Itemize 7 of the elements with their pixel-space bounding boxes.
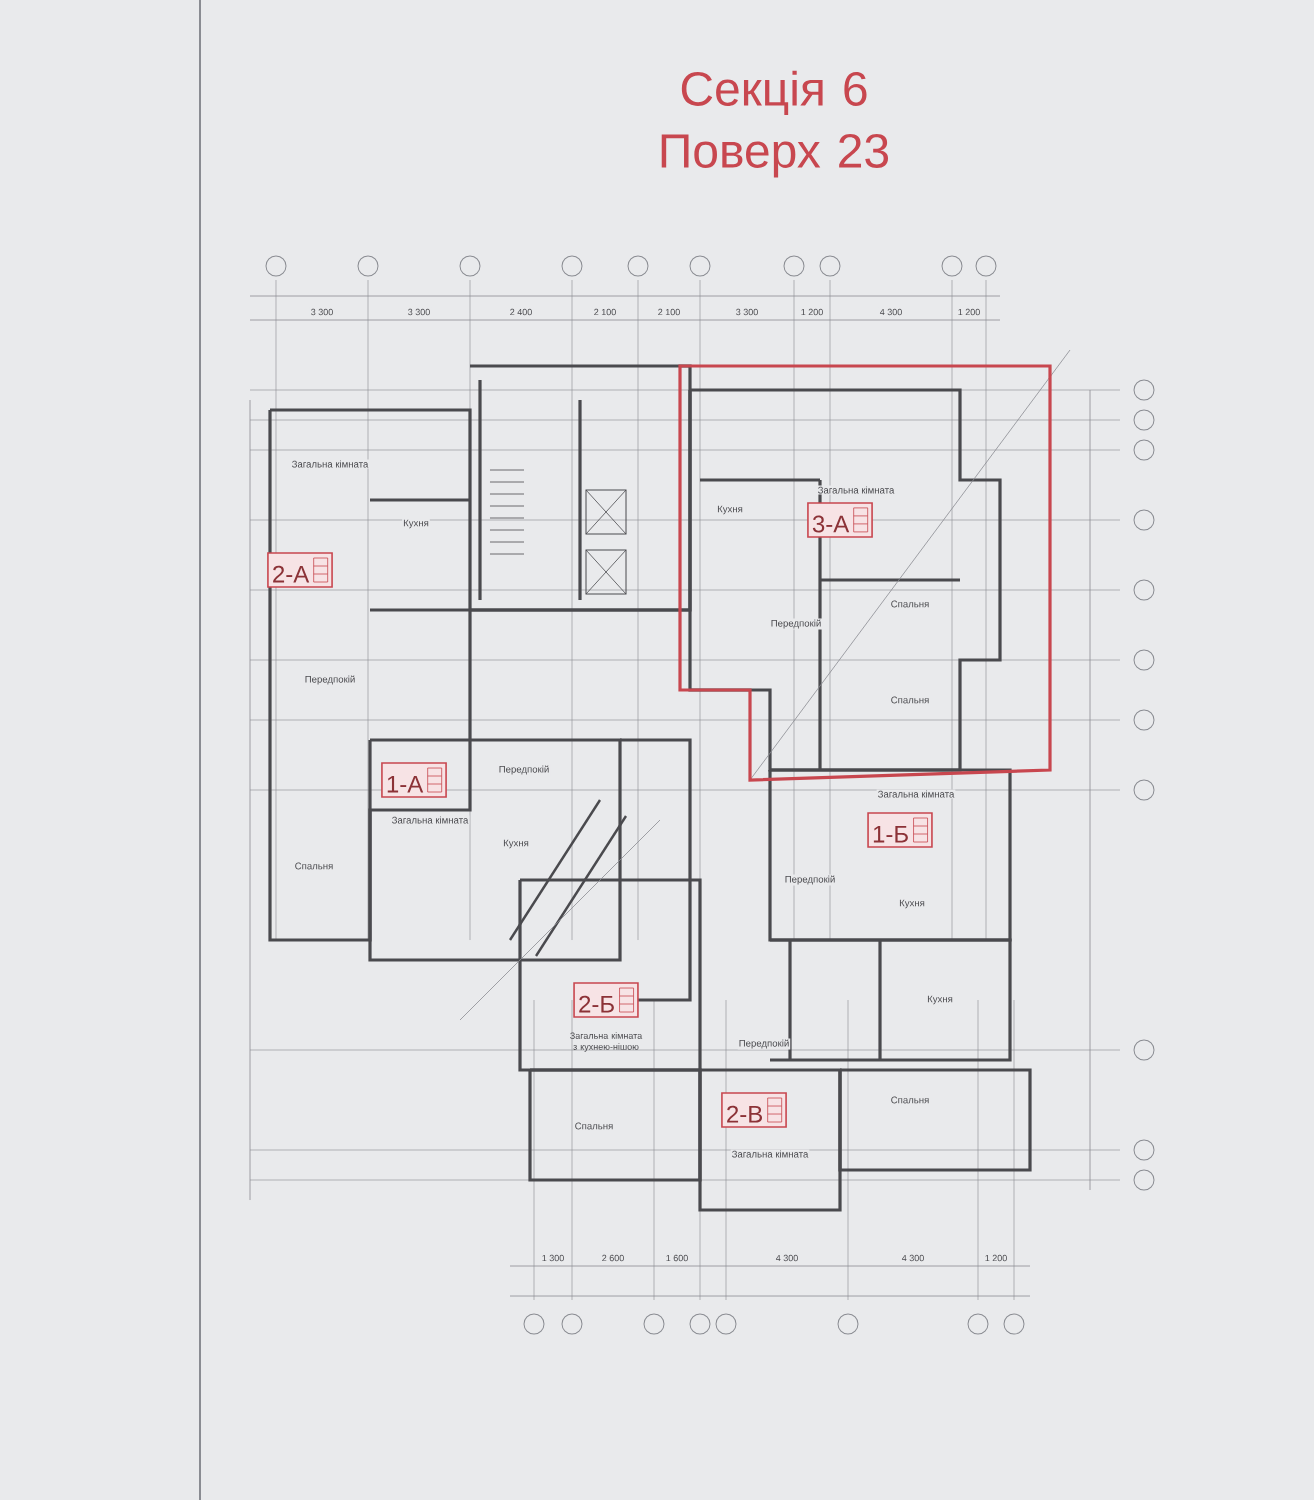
apartment-tag: 2-Б	[573, 982, 639, 1018]
apartment-tag: 3-А	[807, 502, 873, 538]
apartment-tag: 1-А	[381, 762, 447, 798]
title: Секція 6 Поверх 23	[661, 70, 889, 178]
apartment-tag: 2-В	[721, 1092, 787, 1128]
apartment-tag: 1-Б	[867, 812, 933, 848]
apartment-tag: 2-А	[267, 552, 333, 588]
